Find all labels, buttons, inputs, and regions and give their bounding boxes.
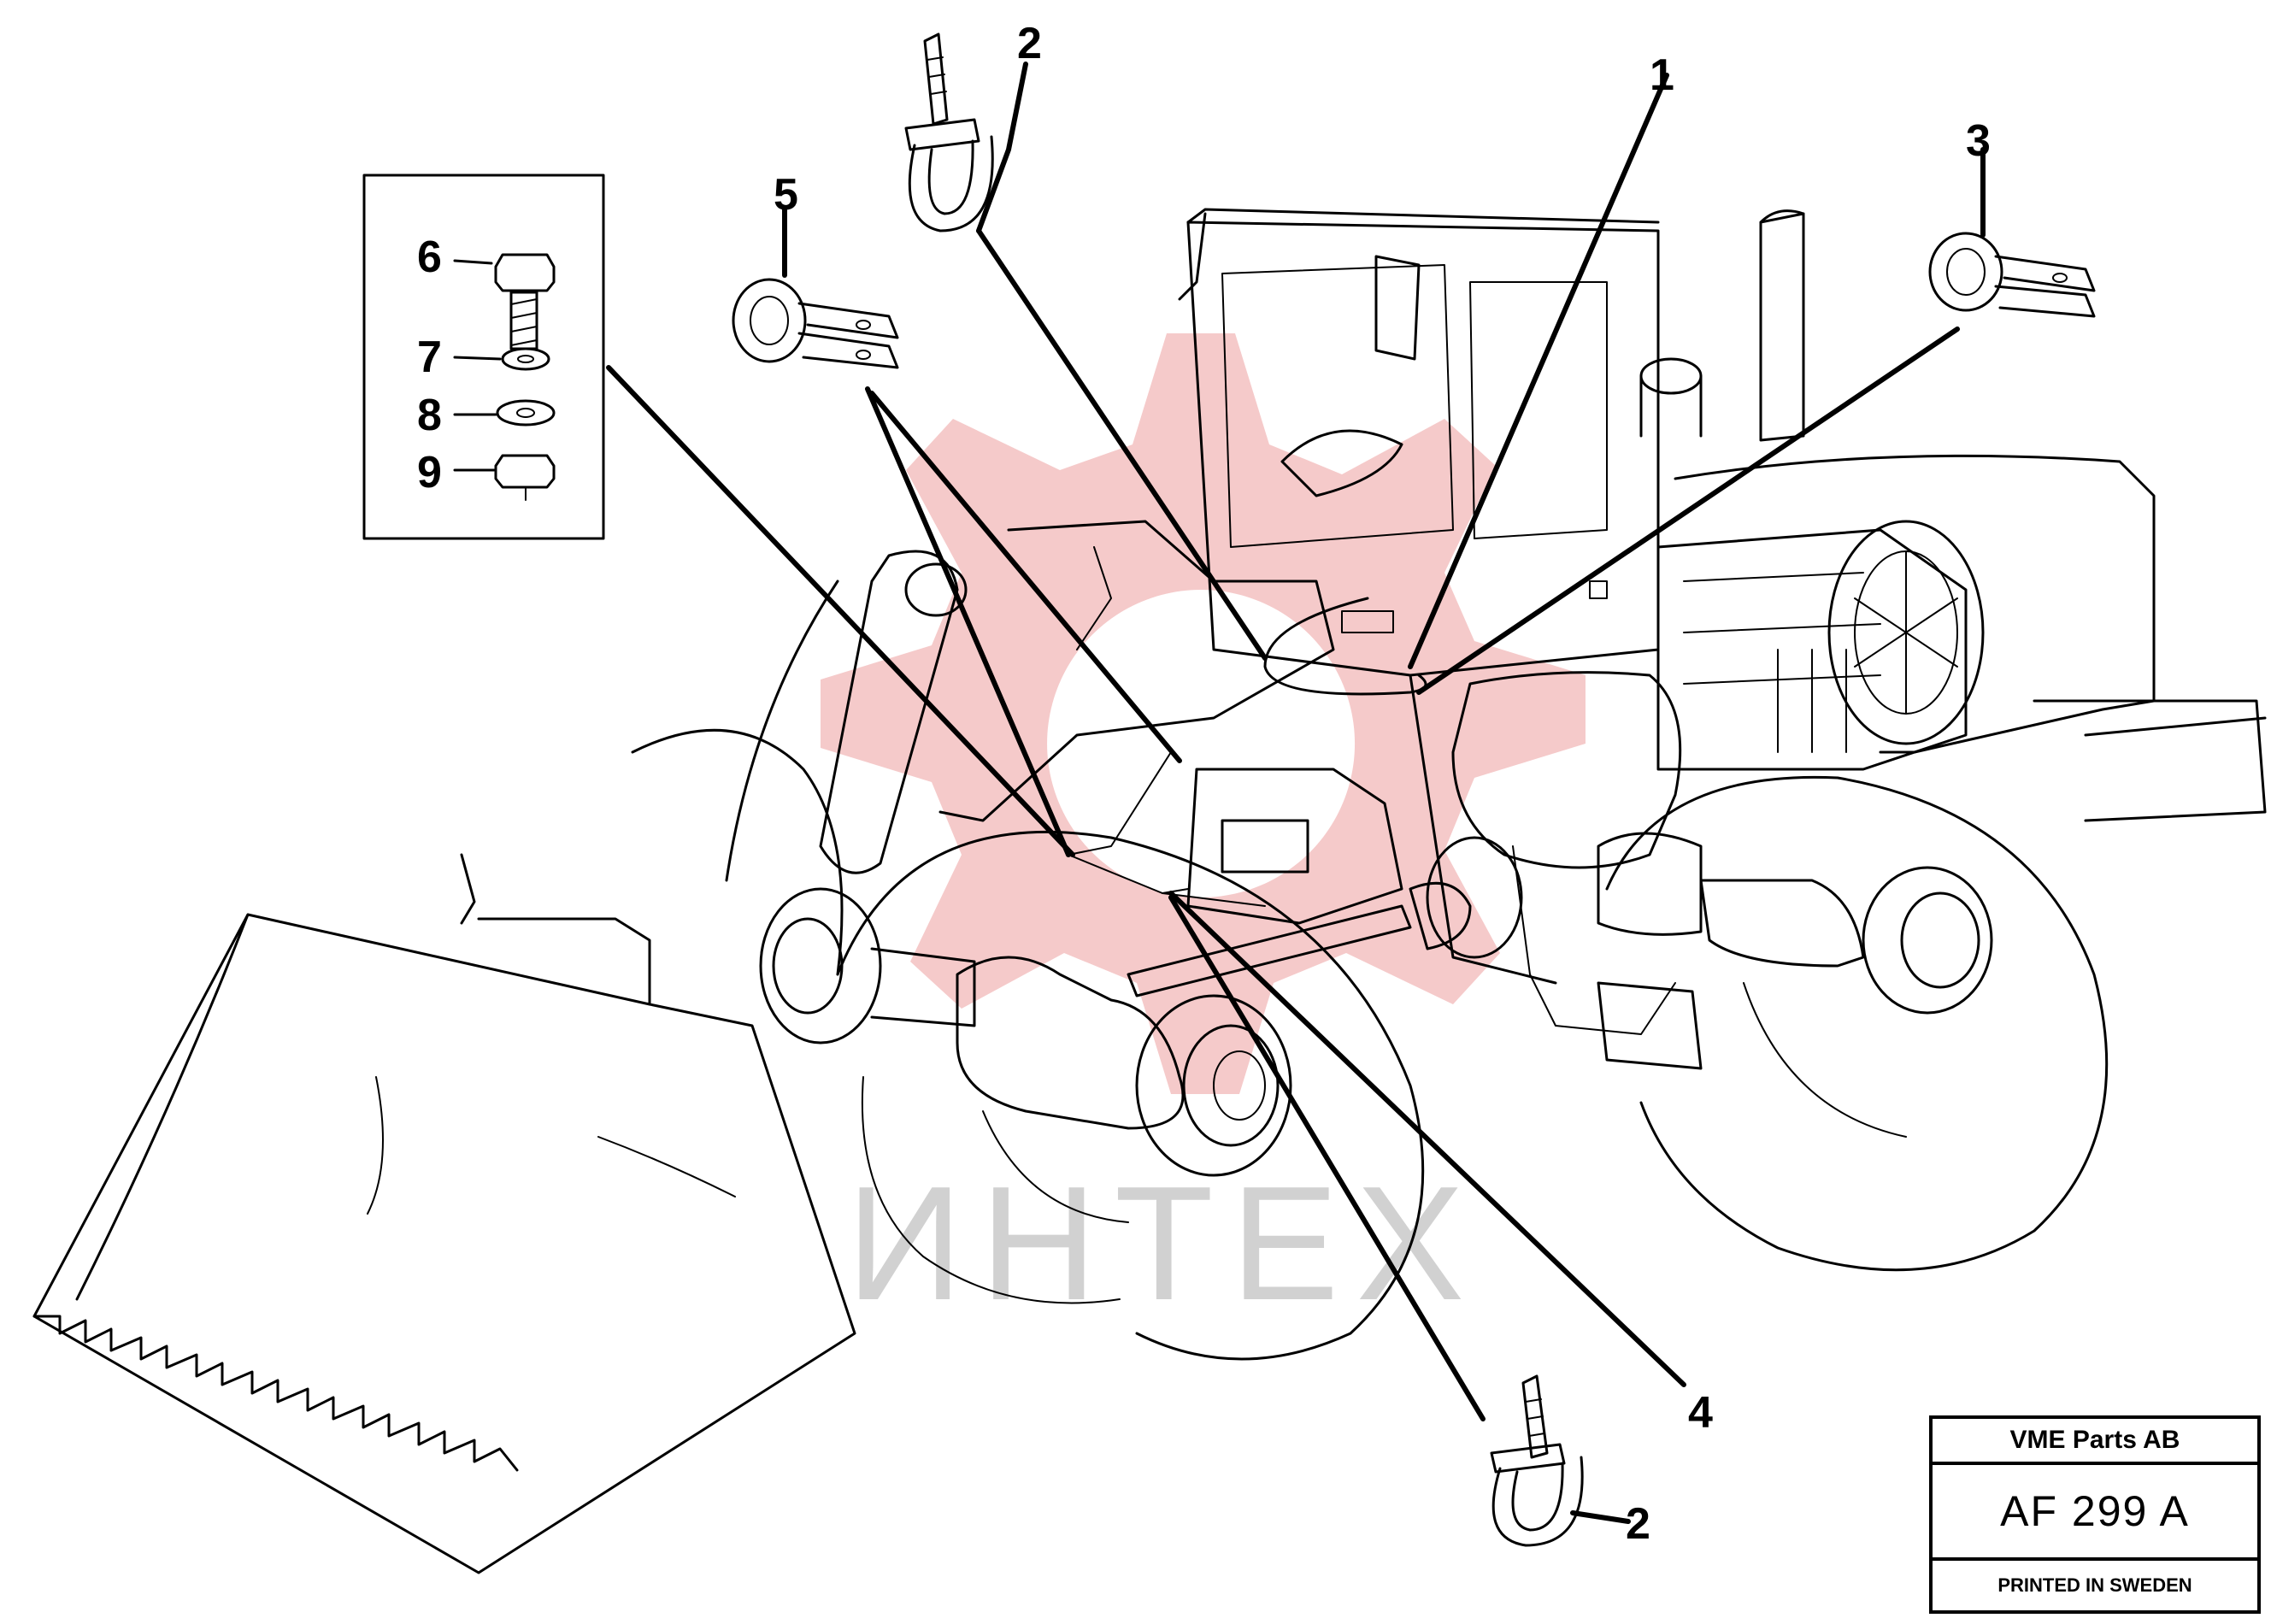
rear-body — [1674, 454, 2267, 822]
nut-icon — [494, 454, 556, 501]
company-name: VME Parts AB — [1933, 1419, 2257, 1465]
transmission — [1426, 671, 1703, 1070]
front-axle — [759, 887, 1292, 1177]
drawing-code: AF 299 A — [1933, 1465, 2257, 1561]
bucket — [32, 853, 856, 1574]
callout-6: 6 — [417, 232, 442, 282]
callout-3: 3 — [1966, 116, 1991, 166]
callout-7: 7 — [417, 332, 442, 382]
callout-2-bottom: 2 — [1626, 1499, 1650, 1549]
p-clamp-left-icon — [732, 278, 899, 369]
bolt-icon — [494, 253, 556, 350]
rear-axle — [1597, 832, 1993, 1015]
spring-washer-icon — [501, 347, 550, 371]
printed-note: PRINTED IN SWEDEN — [1997, 1574, 2192, 1596]
callout-9: 9 — [417, 448, 442, 497]
flat-washer-icon — [496, 399, 556, 427]
callout-5: 5 — [774, 170, 798, 220]
callout-4: 4 — [1688, 1388, 1713, 1438]
hardware-inset — [362, 174, 605, 540]
callout-2-top: 2 — [1017, 19, 1042, 68]
p-clamp-right-icon — [1928, 232, 2096, 318]
front-wheel — [631, 728, 1425, 1361]
title-block: VME Parts AB AF 299 A PRINTED IN SWEDEN — [1929, 1415, 2261, 1614]
cable-tie-top-icon — [904, 32, 994, 232]
cable-tie-bottom-icon — [1490, 1374, 1584, 1547]
exhaust-pipe — [1639, 209, 1805, 442]
watermark-gear-icon — [821, 333, 1586, 1094]
watermark-text: ИНТЕХ — [846, 1153, 1481, 1334]
radiator-fan — [1827, 520, 1985, 745]
rear-wheel — [1605, 775, 2109, 1272]
lift-arm — [725, 520, 1403, 925]
leader-lines — [606, 62, 1986, 1524]
callout-1: 1 — [1650, 50, 1674, 100]
callout-8: 8 — [417, 391, 442, 440]
inset-frame — [362, 174, 605, 540]
engine — [1656, 528, 1968, 771]
